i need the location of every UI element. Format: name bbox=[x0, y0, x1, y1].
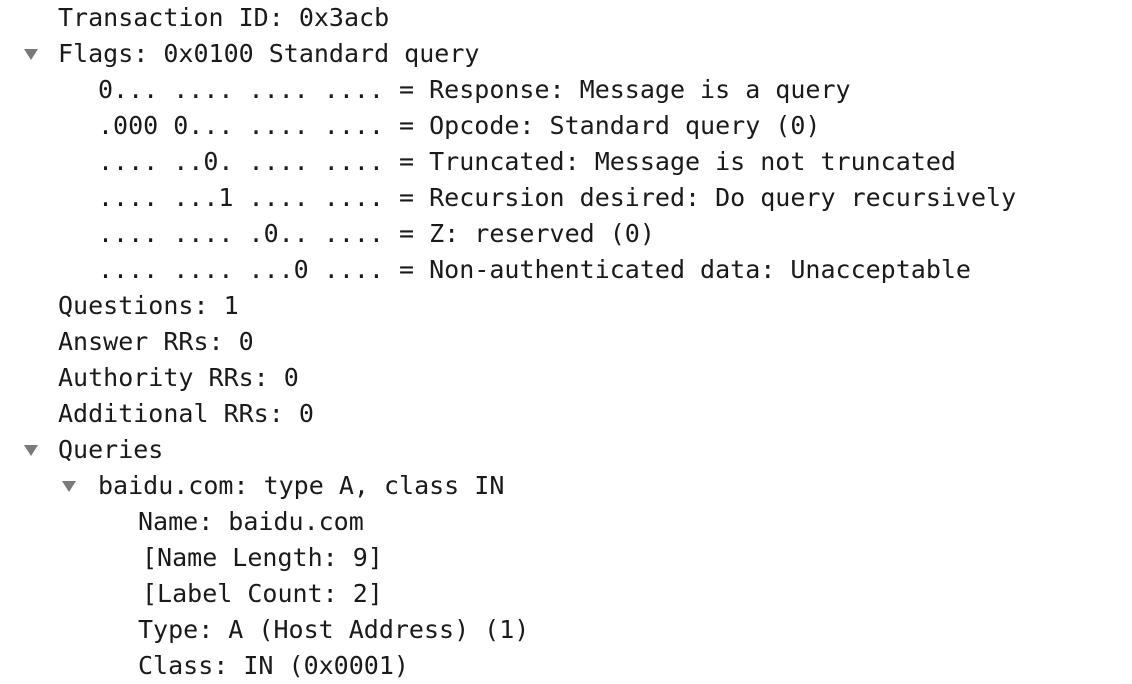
tree-row-additional-rrs[interactable]: Additional RRs: 0 bbox=[0, 396, 1132, 432]
tree-row-label: baidu.com: type A, class IN bbox=[98, 471, 505, 500]
tree-row-questions[interactable]: Questions: 1 bbox=[0, 288, 1132, 324]
tree-row-query-label-count[interactable]: [Label Count: 2] bbox=[0, 576, 1132, 612]
tree-row-query-name[interactable]: Name: baidu.com bbox=[0, 504, 1132, 540]
tree-row-flag-response[interactable]: 0... .... .... .... = Response: Message … bbox=[0, 72, 1132, 108]
tree-row-query-name-length[interactable]: [Name Length: 9] bbox=[0, 540, 1132, 576]
tree-row-authority-rrs[interactable]: Authority RRs: 0 bbox=[0, 360, 1132, 396]
tree-row-query-type[interactable]: Type: A (Host Address) (1) bbox=[0, 612, 1132, 648]
tree-row-transaction-id[interactable]: Transaction ID: 0x3acb bbox=[0, 0, 1132, 36]
tree-row-flag-recursion-desired[interactable]: .... ...1 .... .... = Recursion desired:… bbox=[0, 180, 1132, 216]
tree-row-label: .... ..0. .... .... = Truncated: Message… bbox=[98, 147, 956, 176]
tree-row-flag-opcode[interactable]: .000 0... .... .... = Opcode: Standard q… bbox=[0, 108, 1132, 144]
tree-row-query-baidu[interactable]: baidu.com: type A, class IN bbox=[0, 468, 1132, 504]
tree-row-label: [Label Count: 2] bbox=[142, 579, 383, 608]
tree-row-label: .000 0... .... .... = Opcode: Standard q… bbox=[98, 111, 821, 140]
triangle-down-icon[interactable] bbox=[24, 445, 38, 456]
tree-row-label: Type: A (Host Address) (1) bbox=[138, 615, 530, 644]
tree-row-label: .... .... ...0 .... = Non-authenticated … bbox=[98, 255, 971, 284]
tree-row-label: [Name Length: 9] bbox=[142, 543, 383, 572]
tree-row-label: Answer RRs: 0 bbox=[58, 327, 254, 356]
triangle-down-icon[interactable] bbox=[62, 481, 76, 492]
tree-row-answer-rrs[interactable]: Answer RRs: 0 bbox=[0, 324, 1132, 360]
tree-row-label: .... .... .0.. .... = Z: reserved (0) bbox=[98, 219, 655, 248]
tree-row-label: Queries bbox=[58, 435, 164, 464]
tree-row-flag-non-auth[interactable]: .... .... ...0 .... = Non-authenticated … bbox=[0, 252, 1132, 288]
tree-row-label: Class: IN (0x0001) bbox=[138, 651, 409, 680]
tree-row-flag-z[interactable]: .... .... .0.. .... = Z: reserved (0) bbox=[0, 216, 1132, 252]
tree-row-label: .... ...1 .... .... = Recursion desired:… bbox=[98, 183, 1017, 212]
tree-row-label: Flags: 0x0100 Standard query bbox=[58, 39, 480, 68]
tree-row-flags[interactable]: Flags: 0x0100 Standard query bbox=[0, 36, 1132, 72]
triangle-down-icon[interactable] bbox=[24, 49, 38, 60]
tree-row-label: Questions: 1 bbox=[58, 291, 239, 320]
tree-row-flag-truncated[interactable]: .... ..0. .... .... = Truncated: Message… bbox=[0, 144, 1132, 180]
tree-row-query-class[interactable]: Class: IN (0x0001) bbox=[0, 648, 1132, 684]
tree-row-label: Additional RRs: 0 bbox=[58, 399, 314, 428]
tree-row-queries[interactable]: Queries bbox=[0, 432, 1132, 468]
tree-row-label: Name: baidu.com bbox=[138, 507, 364, 536]
tree-row-label: Transaction ID: 0x3acb bbox=[58, 3, 390, 32]
tree-row-label: Authority RRs: 0 bbox=[58, 363, 299, 392]
tree-row-label: 0... .... .... .... = Response: Message … bbox=[98, 75, 851, 104]
